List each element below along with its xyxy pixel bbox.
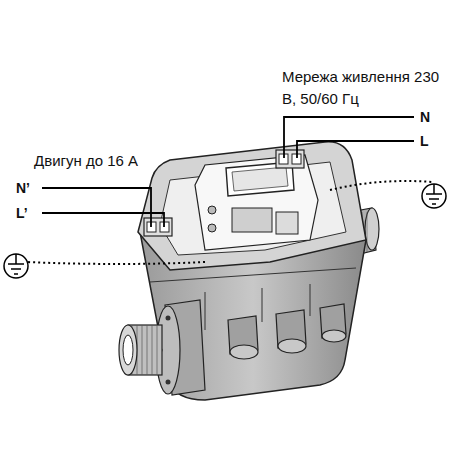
cable-gland <box>278 339 306 353</box>
terminal-block <box>144 218 172 236</box>
terminal-block <box>276 150 304 168</box>
wire <box>42 188 151 227</box>
terminal-block <box>144 150 304 236</box>
inlet-port <box>166 380 171 385</box>
ground-symbol <box>4 184 446 278</box>
control-board <box>195 155 318 250</box>
wire <box>42 213 164 227</box>
control-board <box>232 208 272 232</box>
motor-label: Двигун до 16 А <box>34 150 138 172</box>
control-board <box>232 167 288 191</box>
pump-body <box>150 268 356 282</box>
inlet-port <box>119 325 137 375</box>
ground-symbol <box>422 184 446 208</box>
housing-top <box>138 142 366 270</box>
wire <box>284 117 414 158</box>
cable-gland <box>322 330 346 342</box>
control-board <box>276 212 298 234</box>
control-board <box>195 155 318 250</box>
control-board <box>208 206 216 214</box>
wire-label: N’ <box>16 177 30 199</box>
wire <box>42 117 414 227</box>
earth-wire <box>26 262 205 264</box>
inlet-port <box>123 335 133 365</box>
earth-wire <box>26 181 432 264</box>
wire-label: N <box>420 106 430 128</box>
inlet-port <box>166 316 171 321</box>
wire <box>297 141 414 158</box>
cable-gland <box>230 345 258 359</box>
wire-label: L <box>420 130 429 152</box>
ground-symbol <box>8 254 24 274</box>
cable-gland <box>228 304 346 359</box>
earth-wire <box>330 181 432 190</box>
wire-label: L’ <box>16 202 28 224</box>
supply-label: Мережа живлення 230 В, 50/60 Гц <box>282 66 442 110</box>
ground-symbol <box>4 254 28 278</box>
housing-top <box>138 142 366 270</box>
ground-symbol <box>426 184 442 204</box>
control-board <box>208 224 216 232</box>
inlet-port <box>119 300 205 395</box>
